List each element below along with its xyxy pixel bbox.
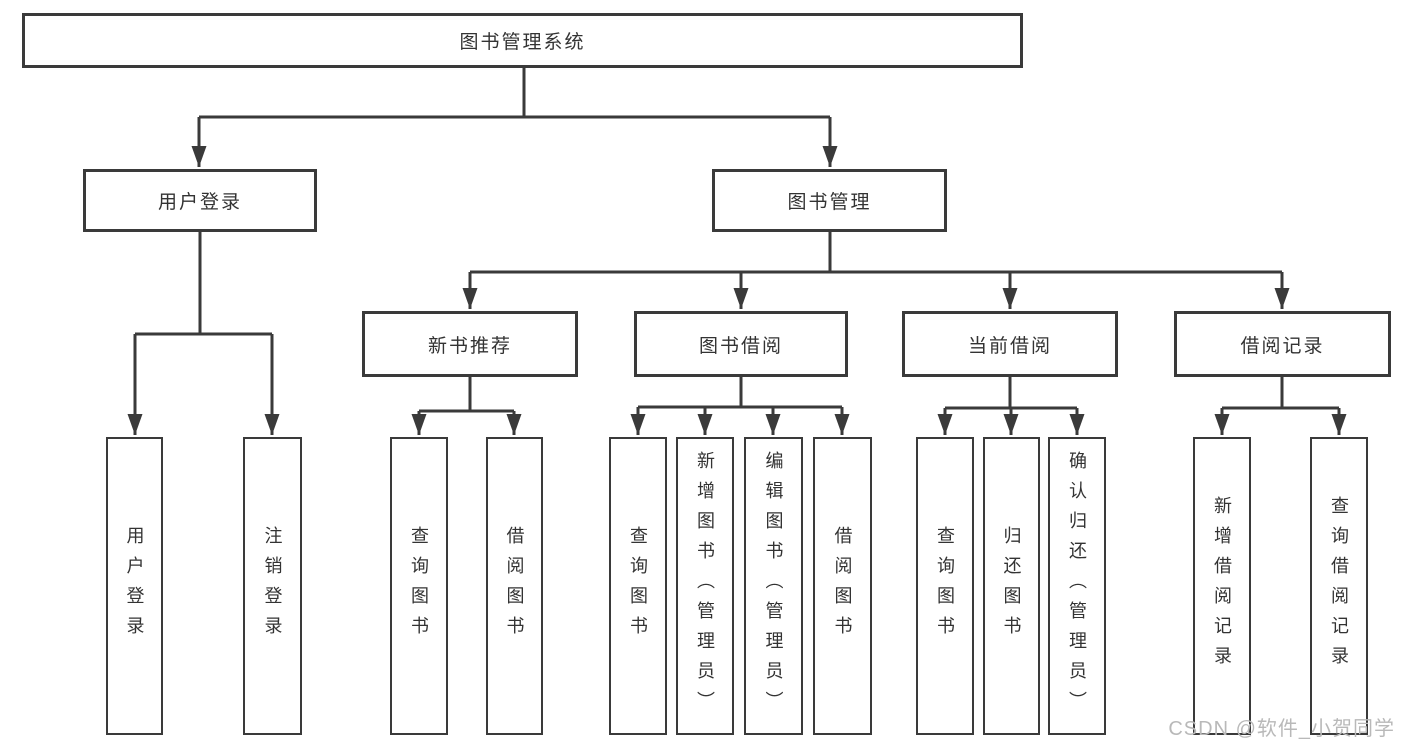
node-new-book-recommend: 新书推荐 <box>362 311 578 377</box>
node-borrow-records: 借阅记录 <box>1174 311 1391 377</box>
leaf-user-login: 用户登录 <box>106 437 163 735</box>
node-book-management: 图书管理 <box>712 169 947 232</box>
leaf-logout: 注销登录 <box>243 437 302 735</box>
node-book-borrow: 图书借阅 <box>634 311 848 377</box>
leaf-confirm-return-admin: 确认归还（管理员） <box>1048 437 1106 735</box>
leaf-query-borrow-record: 查询借阅记录 <box>1310 437 1368 735</box>
node-user-login: 用户登录 <box>83 169 317 232</box>
leaf-add-borrow-record: 新增借阅记录 <box>1193 437 1251 735</box>
leaf-query-book-current: 查询图书 <box>916 437 974 735</box>
leaf-add-book-admin: 新增图书（管理员） <box>676 437 734 735</box>
leaf-query-book-recommend: 查询图书 <box>390 437 448 735</box>
node-library-system: 图书管理系统 <box>22 13 1023 68</box>
node-current-borrow: 当前借阅 <box>902 311 1118 377</box>
leaf-borrow-book: 借阅图书 <box>813 437 872 735</box>
leaf-return-book: 归还图书 <box>983 437 1040 735</box>
leaf-borrow-book-recommend: 借阅图书 <box>486 437 543 735</box>
leaf-edit-book-admin: 编辑图书（管理员） <box>744 437 803 735</box>
csdn-watermark: CSDN @软件_小贺同学 <box>1168 718 1395 740</box>
leaf-query-book-borrow: 查询图书 <box>609 437 667 735</box>
